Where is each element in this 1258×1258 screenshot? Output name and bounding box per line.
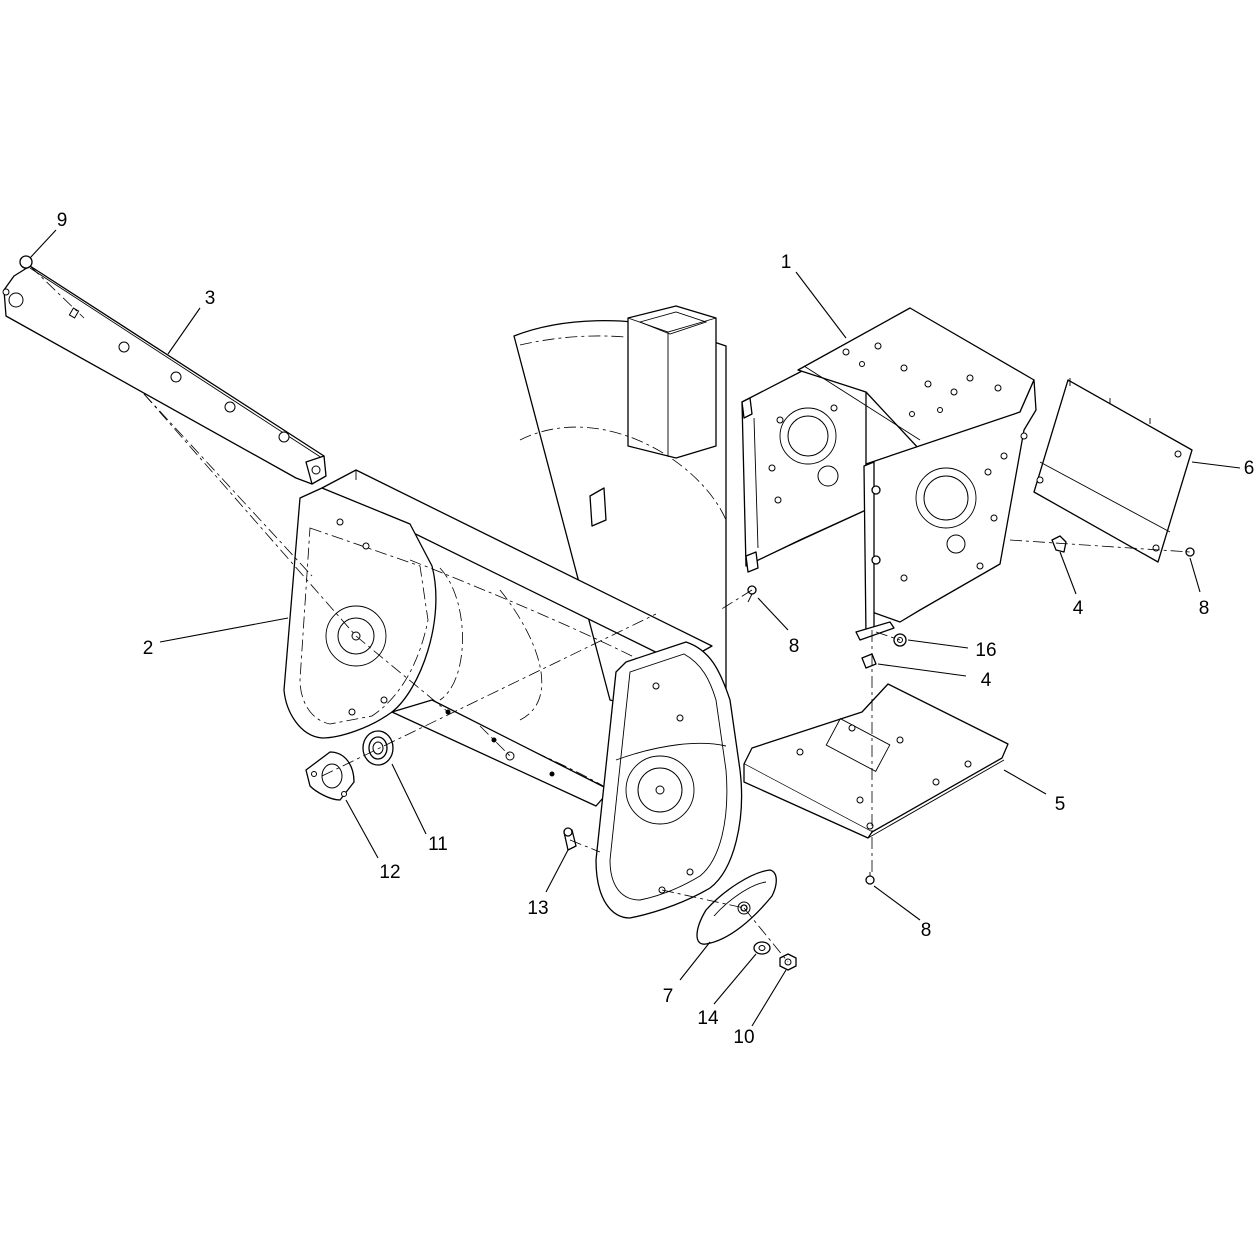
callout-4-right: 4: [1073, 598, 1084, 619]
leader-lines: [29, 229, 1241, 1027]
callouts: 9 3 1 6 2 4 8 8 16 4 5 11 12 13 8 7 14 1…: [57, 210, 1255, 1048]
callout-8-upper: 8: [789, 636, 800, 657]
part-8-bolt-b: [1185, 547, 1195, 557]
callout-8-right: 8: [1199, 598, 1210, 619]
callout-7: 7: [663, 986, 674, 1007]
callout-16: 16: [975, 640, 996, 661]
part-8-bolt-a: [747, 585, 757, 603]
part-9-grease-fitting: [19, 255, 33, 269]
callout-1: 1: [781, 252, 792, 273]
part-6-cover-plate: [1033, 378, 1193, 563]
part-13-bolt: [563, 827, 577, 851]
callout-14: 14: [697, 1008, 719, 1029]
part-14-washer: [753, 941, 771, 955]
callout-5: 5: [1055, 794, 1066, 815]
chute-outlet: [627, 305, 717, 459]
assembly-lines: [29, 265, 1191, 963]
part-3-shaft-tube: [2, 265, 327, 485]
callout-2: 2: [143, 638, 154, 659]
callout-8-lower: 8: [921, 920, 932, 941]
callout-10: 10: [733, 1027, 754, 1048]
callout-9: 9: [57, 210, 68, 231]
callout-3: 3: [205, 288, 216, 309]
part-4-clip-a: [1051, 535, 1067, 553]
callout-13: 13: [527, 898, 548, 919]
callout-11: 11: [428, 834, 448, 855]
callout-12: 12: [379, 862, 400, 883]
part-2-auger-housing: [283, 305, 743, 919]
part-5-bottom-plate: [743, 683, 1009, 839]
part-7-skid-shoe: [696, 869, 777, 945]
callout-6: 6: [1244, 458, 1255, 479]
part-11-bearing: [362, 730, 394, 766]
part-8-bolt-c: [865, 872, 875, 885]
callout-4-center: 4: [981, 670, 992, 691]
part-12-flange: [305, 751, 355, 801]
part-1-frame: [741, 307, 1037, 641]
part-4-clip-b: [861, 653, 877, 669]
